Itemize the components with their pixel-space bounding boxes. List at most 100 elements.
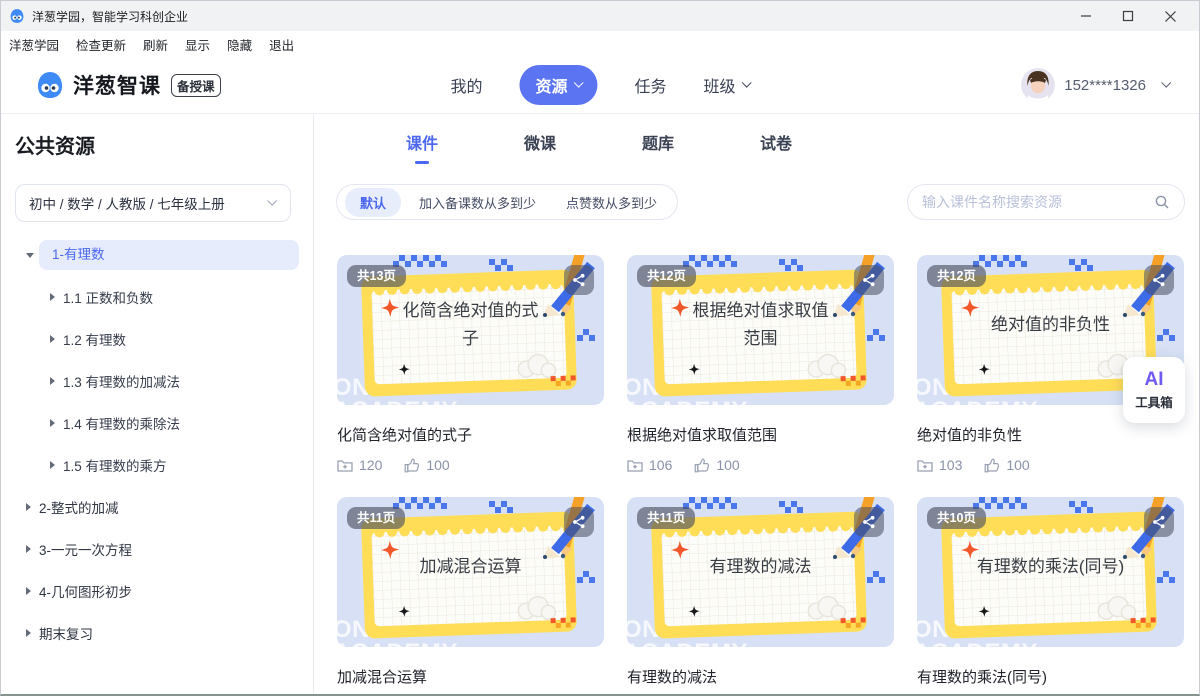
- caret-right-icon[interactable]: [26, 587, 39, 595]
- courseware-name: 绝对值的非负性: [917, 427, 1023, 444]
- tree-item-label: 3-一元一次方程: [39, 543, 133, 558]
- share-button[interactable]: [1144, 265, 1174, 295]
- tree-item-1-2[interactable]: 1.2 有理数: [15, 324, 299, 354]
- search-icon[interactable]: [1154, 194, 1170, 210]
- card-thumbnail[interactable]: 化简含绝对值的式子 共13页: [337, 255, 604, 405]
- menu-item-show[interactable]: 显示: [185, 38, 211, 53]
- courseware-card[interactable]: 绝对值的非负性 共12页 绝对值的非负性 103 100: [917, 255, 1184, 473]
- caret-right-icon[interactable]: [26, 503, 39, 511]
- card-thumbnail[interactable]: 根据绝对值求取值范围 共12页: [627, 255, 894, 405]
- caret-right-icon[interactable]: [50, 377, 63, 385]
- caret-right-icon[interactable]: [26, 545, 39, 553]
- avatar: [1021, 68, 1056, 102]
- tab-courseware[interactable]: 课件: [406, 130, 438, 162]
- tab-microlesson[interactable]: 微课: [524, 136, 557, 153]
- folder-plus-icon: [917, 459, 933, 472]
- tree-item-label: 1.3 有理数的加减法: [63, 375, 181, 390]
- share-icon: [862, 273, 876, 287]
- share-button[interactable]: [1144, 507, 1174, 537]
- thumbs-up-icon: [404, 457, 420, 472]
- tab-exam-paper[interactable]: 试卷: [760, 136, 793, 153]
- tree-item-chapter-2[interactable]: 2-整式的加减: [15, 492, 299, 522]
- page-title: 公共资源: [15, 136, 95, 158]
- menu-item-app[interactable]: 洋葱学园: [9, 38, 60, 53]
- card-stats: 106 100: [627, 457, 894, 473]
- thumbnail-title: 加减混合运算: [419, 556, 522, 576]
- caret-right-icon[interactable]: [26, 629, 39, 637]
- tree-item-chapter-1[interactable]: 1-有理数: [15, 240, 299, 270]
- folder-plus-icon: [627, 459, 643, 472]
- card-stats: 103 100: [917, 457, 1184, 473]
- share-icon: [572, 515, 586, 529]
- nav-tasks[interactable]: 任务: [634, 79, 667, 96]
- share-icon: [862, 515, 876, 529]
- chevron-down-icon: [267, 195, 278, 206]
- nav-resources[interactable]: 资源: [519, 65, 598, 105]
- sort-by-likes[interactable]: 点赞数从多到少: [566, 195, 658, 211]
- courseware-card[interactable]: 有理数的乘法(同号) 共10页 有理数的乘法(同号): [917, 497, 1184, 694]
- tree-item-final-review[interactable]: 期末复习: [15, 618, 299, 648]
- share-button[interactable]: [564, 265, 594, 295]
- share-icon: [572, 273, 586, 287]
- card-thumbnail[interactable]: 有理数的乘法(同号) 共10页: [917, 497, 1184, 647]
- courseware-card[interactable]: 根据绝对值求取值范围 共12页 根据绝对值求取值范围 106 100: [627, 255, 894, 473]
- courseware-card[interactable]: 加减混合运算 共11页 加减混合运算: [337, 497, 604, 694]
- caret-right-icon[interactable]: [50, 335, 63, 343]
- minimize-button[interactable]: [1065, 1, 1107, 31]
- sort-default[interactable]: 默认: [345, 187, 402, 217]
- share-button[interactable]: [854, 265, 884, 295]
- card-thumbnail[interactable]: 加减混合运算 共11页: [337, 497, 604, 647]
- textbook-select[interactable]: 初中 / 数学 / 人教版 / 七年级上册: [15, 184, 291, 222]
- window-title: 洋葱学园，智能学习科创企业: [32, 9, 189, 24]
- user-menu[interactable]: 152****1326: [1021, 68, 1172, 102]
- like-count: 100: [984, 457, 1030, 473]
- tree-item-1-3[interactable]: 1.3 有理数的加减法: [15, 366, 299, 396]
- close-button[interactable]: [1149, 1, 1191, 31]
- tree-item-chapter-4[interactable]: 4-几何图形初步: [15, 576, 299, 606]
- caret-right-icon[interactable]: [50, 419, 63, 427]
- search-input[interactable]: [922, 194, 1154, 210]
- close-icon: [1164, 10, 1176, 22]
- tree-item-1-5[interactable]: 1.5 有理数的乘方: [15, 450, 299, 480]
- page-count-badge: 共11页: [637, 507, 696, 530]
- sort-by-prep-count[interactable]: 加入备课数从多到少: [419, 195, 537, 211]
- tree-item-1-1[interactable]: 1.1 正数和负数: [15, 282, 299, 312]
- caret-right-icon[interactable]: [50, 293, 63, 301]
- caret-down-icon[interactable]: [26, 253, 39, 258]
- logo: 洋葱智课 备授课: [35, 70, 221, 100]
- folder-plus-icon: [337, 459, 353, 472]
- page-count-badge: 共12页: [637, 265, 696, 288]
- tree-item-1-4[interactable]: 1.4 有理数的乘除法: [15, 408, 299, 438]
- share-button[interactable]: [854, 507, 884, 537]
- nav-my[interactable]: 我的: [450, 79, 483, 96]
- nav-classes[interactable]: 班级: [704, 73, 752, 97]
- menu-item-hide[interactable]: 隐藏: [227, 38, 253, 53]
- caret-right-icon[interactable]: [50, 461, 63, 469]
- maximize-button[interactable]: [1107, 1, 1149, 31]
- thumbnail-title: 化简含绝对值的式子: [402, 300, 539, 348]
- resource-panel: 课件 微课 题库 试卷 默认 加入备课数从多到少 点赞数从多到少 化简含绝对值的…: [315, 114, 1199, 694]
- page-count-badge: 共10页: [927, 507, 986, 530]
- tree-item-chapter-3[interactable]: 3-一元一次方程: [15, 534, 299, 564]
- menu-item-refresh[interactable]: 刷新: [143, 38, 169, 53]
- courseware-name: 有理数的乘法(同号): [917, 669, 1047, 686]
- menu-item-check-update[interactable]: 检查更新: [76, 38, 127, 53]
- thumbnail-title: 根据绝对值求取值范围: [692, 300, 829, 348]
- courseware-card[interactable]: 有理数的减法 共11页 有理数的减法: [627, 497, 894, 694]
- tree-item-label: 2-整式的加减: [39, 501, 119, 516]
- ai-toolbox-subtitle: 工具箱: [1135, 395, 1173, 410]
- prep-count: 106: [627, 457, 672, 473]
- tab-question-bank[interactable]: 题库: [642, 136, 675, 153]
- user-phone: 152****1326: [1064, 76, 1146, 94]
- share-button[interactable]: [564, 507, 594, 537]
- courseware-card[interactable]: 化简含绝对值的式子 共13页 化简含绝对值的式子 120 100: [337, 255, 604, 473]
- sort-bar: 默认 加入备课数从多到少 点赞数从多到少: [336, 184, 679, 220]
- card-thumbnail[interactable]: 有理数的减法 共11页: [627, 497, 894, 647]
- ai-toolbox-button[interactable]: AI 工具箱: [1123, 357, 1185, 423]
- menu-item-exit[interactable]: 退出: [269, 38, 295, 53]
- tree-item-label: 1.1 正数和负数: [63, 291, 154, 306]
- tree-item-label: 1-有理数: [39, 240, 299, 270]
- courseware-grid: 化简含绝对值的式子 共13页 化简含绝对值的式子 120 100 根据绝对值求取…: [337, 255, 1184, 694]
- card-thumbnail[interactable]: 绝对值的非负性 共12页: [917, 255, 1184, 405]
